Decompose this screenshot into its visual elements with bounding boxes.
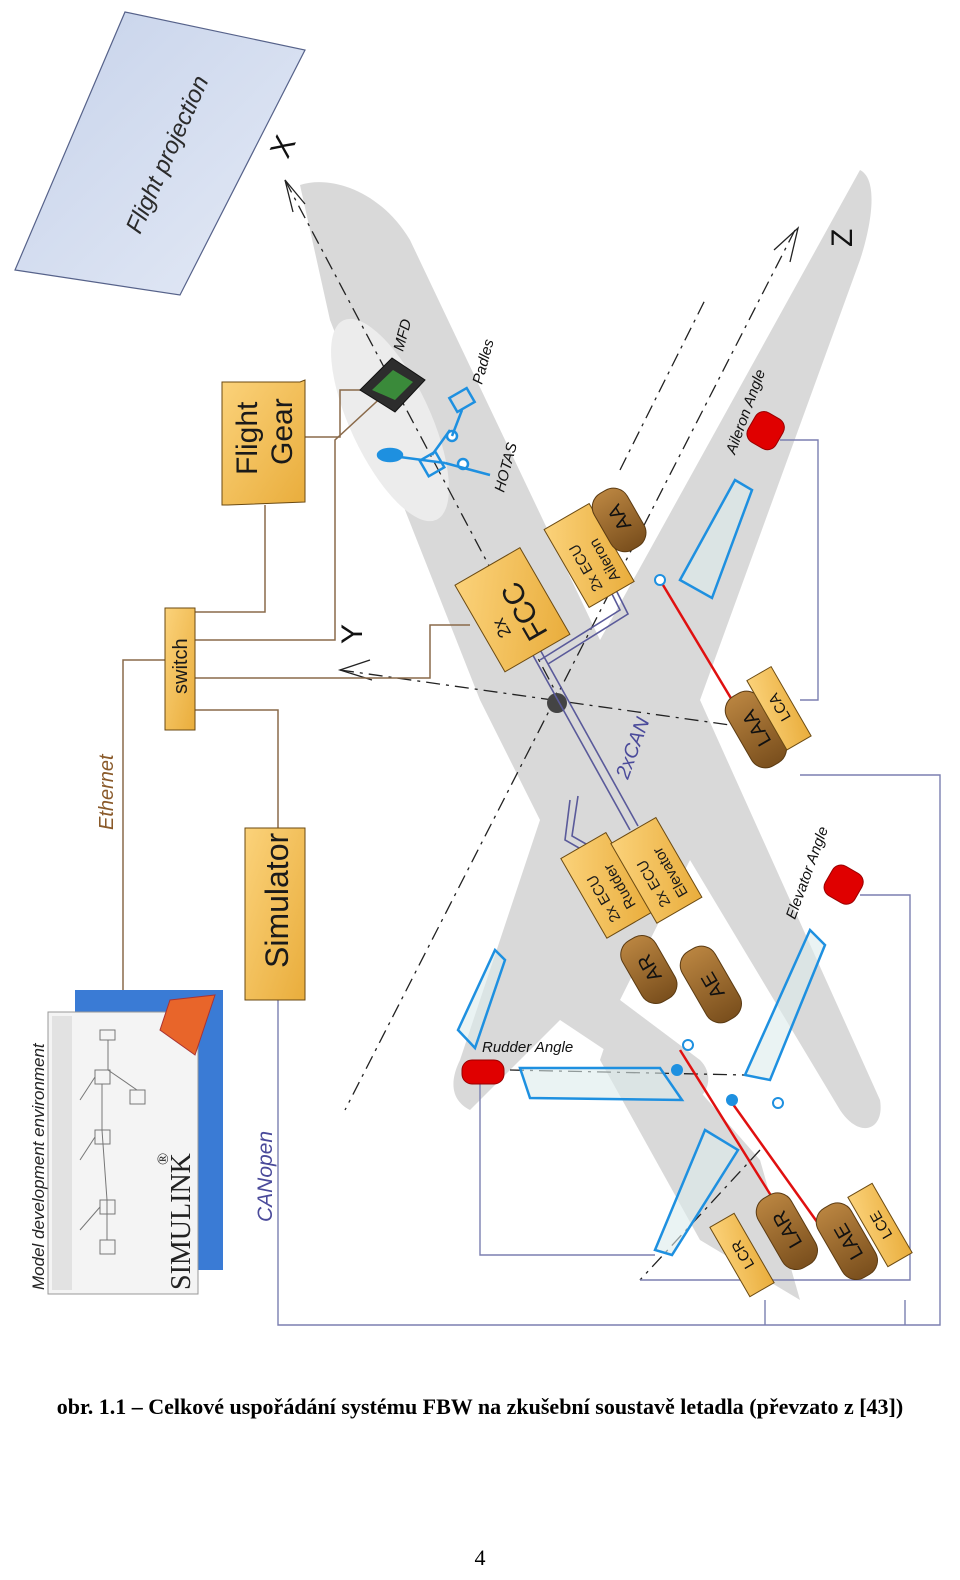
- axis-z-label: Z: [826, 229, 859, 247]
- flight-gear-label-2: Gear: [266, 398, 299, 465]
- left-aileron-surface: [653, 1128, 740, 1257]
- flight-gear-box: Flight Gear: [221, 379, 306, 506]
- sensor-lca: LCA: [746, 665, 812, 751]
- axes: [284, 179, 800, 1281]
- rudder-surface: [518, 1066, 685, 1102]
- page-number: 4: [474, 1545, 486, 1570]
- control-surfaces: [456, 478, 827, 1257]
- elevator-right-surface: [743, 927, 827, 1082]
- elevator-upper-surface: [456, 947, 507, 1051]
- axis-y-line: [339, 669, 731, 726]
- simulator-box: Simulator: [244, 827, 306, 1001]
- mfd-icon: [359, 357, 426, 413]
- simulator-label: Simulator: [259, 833, 295, 969]
- switch-label: switch: [170, 638, 192, 694]
- axis-elevator-line: [639, 1149, 761, 1281]
- ecu-rudder-box: 2x ECU Rudder: [560, 831, 653, 939]
- elevator-angle-label: Elevator Angle: [783, 824, 832, 921]
- flight-projection-screen: Flight projection: [14, 11, 306, 296]
- ethernet-cables: [122, 379, 470, 1015]
- fbw-system-diagram: Flight projection X Y Z: [14, 11, 941, 1326]
- right-aileron-surface: [678, 478, 754, 600]
- ethernet-label: Ethernet: [96, 753, 118, 830]
- simulink-window: SIMULINK ® Model development environment: [29, 990, 223, 1295]
- matlab-logo-icon: [159, 994, 216, 1056]
- axis-x-line: [284, 179, 561, 701]
- axis-y-label: Y: [336, 624, 369, 644]
- canopen-label: CANopen: [254, 1131, 277, 1222]
- padles-label: Padles: [469, 337, 497, 386]
- figure-caption: obr. 1.1 – Celkové uspořádání systému FB…: [56, 1394, 904, 1419]
- switch-box: switch: [164, 607, 196, 731]
- hotas-icon: [376, 386, 491, 479]
- sensor-lcr: LCR: [709, 1212, 775, 1298]
- aileron-angle-sensor: [746, 411, 785, 451]
- fcc-box: 2x FCC: [454, 547, 571, 673]
- linkage-joints: [654, 574, 784, 1109]
- actuator-aa: AA: [591, 487, 647, 553]
- elevator-angle-sensor: [823, 864, 864, 905]
- actuator-ar: AR: [620, 935, 678, 1004]
- axis-x-label: X: [264, 131, 302, 163]
- rudder-angle-label: Rudder Angle: [482, 1039, 573, 1056]
- axis-z-line: [344, 229, 796, 1111]
- canopen-bus: [277, 439, 941, 1326]
- registered-mark: ®: [155, 1153, 172, 1165]
- axis-aileron-line: [619, 299, 706, 471]
- rudder-angle-sensor: [461, 1059, 505, 1085]
- flight-gear-label-1: Flight: [231, 401, 264, 475]
- actuator-ae: AE: [679, 945, 742, 1024]
- simulink-label: SIMULINK: [166, 1153, 197, 1290]
- model-dev-env-label: Model development environment: [29, 1042, 48, 1290]
